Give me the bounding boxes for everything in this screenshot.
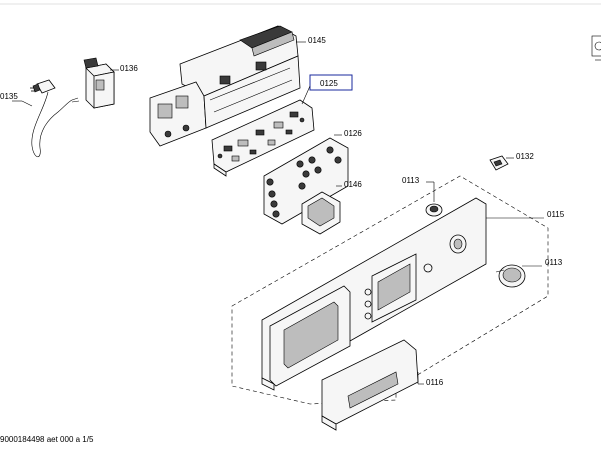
leader-0125 (301, 85, 311, 105)
callout-0125[interactable]: 0125 (320, 79, 338, 88)
part-clip[interactable] (489, 155, 509, 171)
part-display[interactable] (301, 191, 341, 235)
next-page-thumbnail[interactable] (591, 35, 601, 61)
part-electronic-module[interactable] (211, 99, 315, 177)
callout-0146[interactable]: 0146 (344, 180, 362, 189)
callout-0132[interactable]: 0132 (516, 152, 534, 161)
part-program-knob[interactable] (495, 264, 526, 288)
callout-0126[interactable]: 0126 (344, 129, 362, 138)
key-buttons (266, 146, 342, 218)
part-interference-filter[interactable] (83, 57, 115, 109)
callout-0113a[interactable]: 0113 (402, 176, 420, 185)
leader-0135-b (21, 100, 33, 107)
part-fascia-panel[interactable] (261, 197, 487, 391)
part-mains-cable[interactable] (30, 79, 80, 158)
part-key-board[interactable] (263, 137, 349, 225)
callout-0115[interactable]: 0115 (547, 210, 565, 219)
callout-0113b[interactable]: 0113 (545, 258, 563, 267)
callout-0145[interactable]: 0145 (308, 36, 326, 45)
callout-0136[interactable]: 0136 (120, 64, 138, 73)
callout-0135[interactable]: 0135 (0, 92, 18, 101)
document-reference: 9000184498 aet 000 a 1/5 (0, 435, 94, 444)
part-knob-small[interactable] (425, 203, 443, 217)
callout-0116[interactable]: 0116 (426, 378, 444, 387)
callout-0125-highlight-box (309, 74, 353, 91)
part-control-housing[interactable] (149, 25, 301, 147)
